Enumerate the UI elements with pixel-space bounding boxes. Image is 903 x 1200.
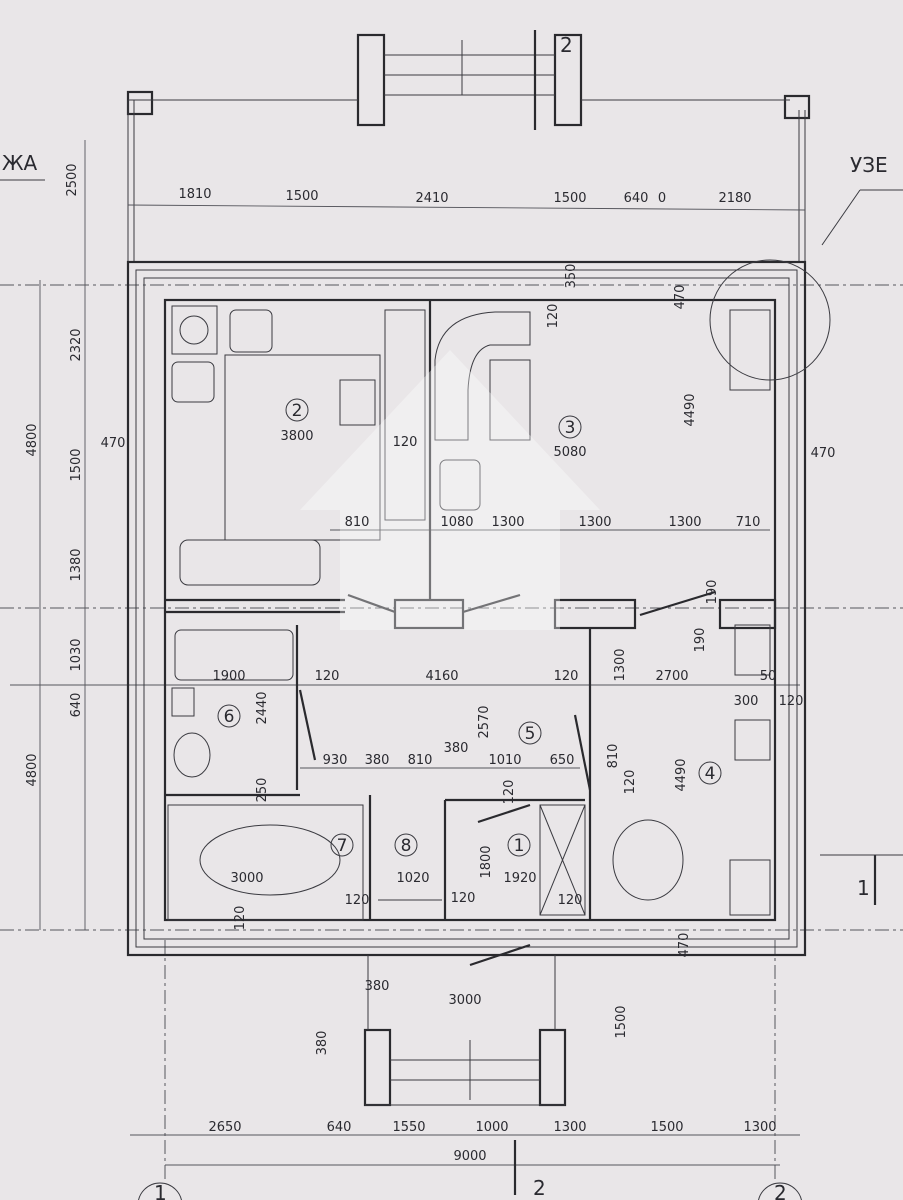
dim-label: 1380 <box>69 548 84 581</box>
dim-label: 120 <box>546 304 561 329</box>
watermark-logo <box>300 350 600 630</box>
dim-label: 2320 <box>69 328 84 361</box>
dim-label: 2650 <box>208 1120 241 1135</box>
dim-label: 4800 <box>25 423 40 456</box>
room-1: 1 <box>514 836 525 856</box>
title-fragment: ЖА <box>2 151 38 175</box>
dim-label: 2440 <box>255 691 270 724</box>
overall-dim-label: 9000 <box>453 1149 486 1164</box>
dim-label: 3000 <box>448 993 481 1008</box>
dim-label: 120 <box>345 893 370 908</box>
room-4: 4 <box>705 764 716 784</box>
dim-label: 1300 <box>668 515 701 530</box>
room-numbers: 2 3 4 5 6 7 8 1 <box>217 398 722 857</box>
dim-label: 1810 <box>178 187 211 202</box>
dim-label: 120 <box>558 893 583 908</box>
dim-label: 1010 <box>488 753 521 768</box>
section-mark-top: 2 <box>560 33 573 57</box>
dim-label: 120 <box>502 780 517 805</box>
dim-label: 380 <box>365 979 390 994</box>
dim-label: 2180 <box>718 191 751 206</box>
dim-label: 120 <box>233 906 248 931</box>
dim-label: 640 <box>69 693 84 718</box>
dim-label: 1800 <box>479 845 494 878</box>
node-label: УЗЕ <box>850 153 888 177</box>
dim-label: 380 <box>444 741 469 756</box>
dim-label: 1500 <box>614 1005 629 1038</box>
dim-label: 470 <box>673 285 688 310</box>
dim-label: 470 <box>101 436 126 451</box>
section-mark-bottom: 2 <box>533 1176 546 1200</box>
dim-label: 1300 <box>743 1120 776 1135</box>
entry-porch <box>363 955 567 1107</box>
dim-label: 250 <box>255 778 270 803</box>
dim-label: 120 <box>623 770 638 795</box>
dim-label: 2410 <box>415 191 448 206</box>
room-5: 5 <box>525 724 536 744</box>
dim-label: 380 <box>315 1031 330 1056</box>
dimension-lines <box>0 140 903 1180</box>
dim-label: 1020 <box>396 871 429 886</box>
dim-label: 1500 <box>69 448 84 481</box>
dim-label: 1500 <box>285 189 318 204</box>
dim-label: 640 <box>624 191 649 206</box>
axis-marks: 1 2 2 2 1 УЗЕ ЖА <box>0 33 903 1200</box>
axis-mark-right: 2 <box>774 1181 787 1200</box>
dim-label: 1030 <box>69 638 84 671</box>
dim-label: 650 <box>550 753 575 768</box>
dim-label: 2700 <box>655 669 688 684</box>
dim-label: 810 <box>345 515 370 530</box>
dim-label: 350 <box>564 264 579 289</box>
dim-label: 1300 <box>491 515 524 530</box>
dim-label: 4160 <box>425 669 458 684</box>
dim-label: 5080 <box>553 445 586 460</box>
dim-label: 1000 <box>475 1120 508 1135</box>
dim-label: 1500 <box>650 1120 683 1135</box>
dim-label: 3800 <box>280 429 313 444</box>
dim-label: 120 <box>393 435 418 450</box>
room-3: 3 <box>565 418 576 438</box>
dim-label: 4490 <box>674 758 689 791</box>
room-8: 8 <box>401 836 412 856</box>
dim-label: 120 <box>315 669 340 684</box>
section-mark-right: 1 <box>857 876 870 900</box>
dim-label: 1900 <box>212 669 245 684</box>
dim-label: 120 <box>451 891 476 906</box>
dim-label: 0 <box>658 191 666 206</box>
furniture <box>167 189 903 921</box>
dim-label: 4490 <box>683 393 698 426</box>
dim-label: 2500 <box>65 163 80 196</box>
dim-label: 300 <box>734 694 759 709</box>
dim-label: 1300 <box>578 515 611 530</box>
room-2: 2 <box>292 401 303 421</box>
dim-label: 930 <box>323 753 348 768</box>
dim-label: 1920 <box>503 871 536 886</box>
dim-label: 1550 <box>392 1120 425 1135</box>
dim-label: 3000 <box>230 871 263 886</box>
axis-mark-left: 1 <box>154 1181 167 1200</box>
dim-label: 810 <box>606 744 621 769</box>
dim-label: 470 <box>811 446 836 461</box>
dim-label: 50 <box>760 669 777 684</box>
dim-label: 4800 <box>25 753 40 786</box>
room-7: 7 <box>337 836 348 856</box>
walls <box>126 260 807 967</box>
dim-label: 120 <box>779 694 804 709</box>
room-6: 6 <box>224 707 235 727</box>
dim-label: 380 <box>365 753 390 768</box>
dim-label: 190 <box>705 580 720 605</box>
dim-label: 120 <box>554 669 579 684</box>
dim-label: 1300 <box>553 1120 586 1135</box>
top-terrace <box>126 30 811 262</box>
dim-label: 190 <box>693 628 708 653</box>
dim-label: 1500 <box>553 191 586 206</box>
dim-label: 470 <box>677 933 692 958</box>
dim-label: 710 <box>736 515 761 530</box>
dim-label: 810 <box>408 753 433 768</box>
dim-label: 1300 <box>613 648 628 681</box>
dimension-labels: 1810 1500 2410 1500 640 0 2180 2500 2320… <box>25 163 835 1164</box>
dim-label: 640 <box>327 1120 352 1135</box>
dim-label: 1080 <box>440 515 473 530</box>
dim-label: 2570 <box>477 705 492 738</box>
